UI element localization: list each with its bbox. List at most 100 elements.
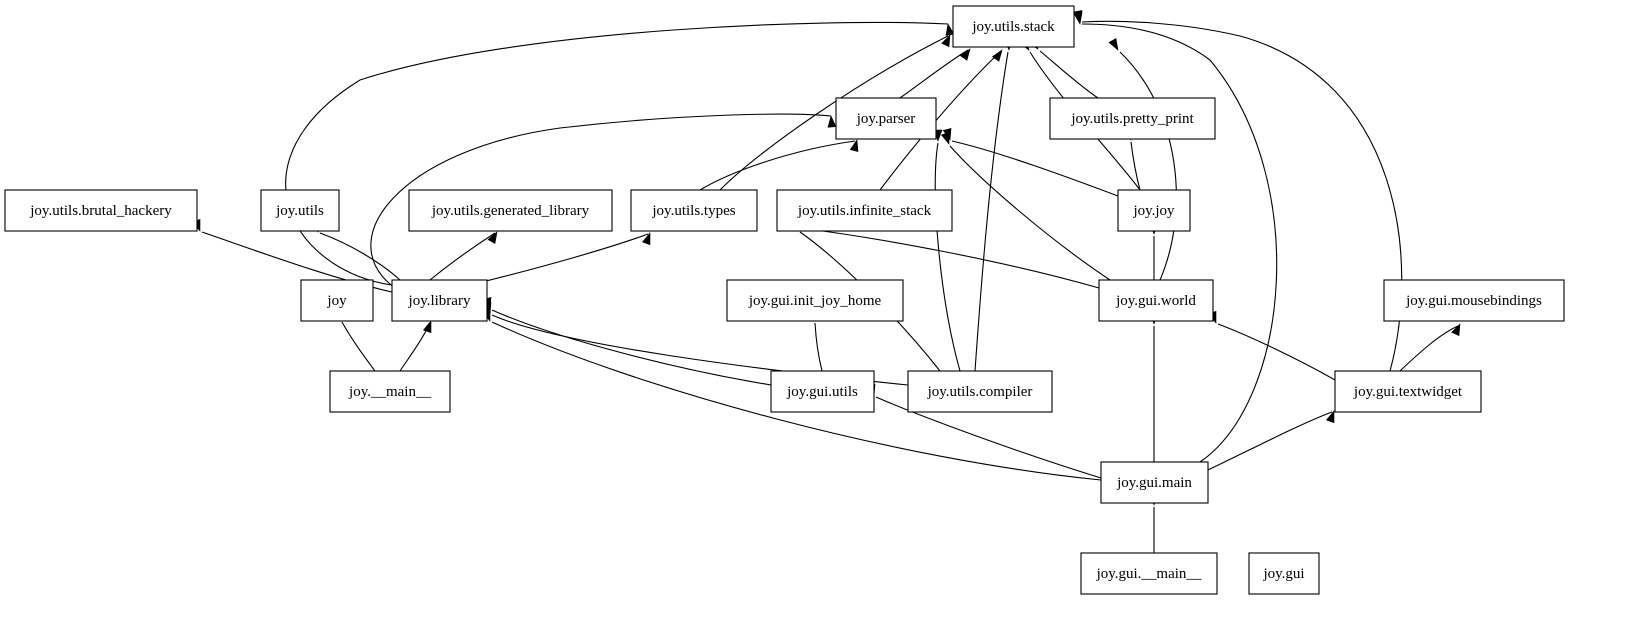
- node-box-stack[interactable]: [952, 5, 1075, 48]
- arrowhead-types-to-stack: [941, 34, 951, 48]
- node-label-joyjoy: joy.joy: [1132, 203, 1175, 219]
- node-label-compiler: joy.utils.compiler: [927, 384, 1033, 400]
- node-mousebindings[interactable]: joy.gui.mousebindings: [1383, 279, 1565, 322]
- node-box-joyjoy[interactable]: [1117, 189, 1191, 232]
- node-box-joy[interactable]: [300, 279, 374, 322]
- arrowhead-library-to-parser: [827, 115, 837, 128]
- node-box-gui[interactable]: [1248, 552, 1320, 595]
- node-box-init_joy_home[interactable]: [726, 279, 904, 322]
- node-label-gui_utils: joy.gui.utils: [786, 384, 858, 400]
- edge-pretty_print-to-stack: [1039, 50, 1099, 99]
- edge-gui_utils-to-library: [491, 309, 772, 386]
- node-box-main[interactable]: [329, 370, 451, 413]
- edge-gui_main-to-library: [491, 321, 1102, 481]
- edge-library-to-utils: [319, 232, 401, 281]
- node-label-stack: joy.utils.stack: [971, 19, 1055, 35]
- node-label-world: joy.gui.world: [1115, 293, 1196, 309]
- node-box-types[interactable]: [630, 189, 758, 232]
- nodes-layer: joy.utils.brutal_hackery joy.utils joy.uti…: [4, 5, 1565, 595]
- node-box-gui_utils[interactable]: [770, 370, 875, 413]
- node-label-infinite_stack: joy.utils.infinite_stack: [797, 203, 932, 219]
- node-label-gui_dunder_main: joy.gui.__main__: [1096, 566, 1202, 582]
- edge-library-to-types: [469, 233, 649, 286]
- node-gui_main[interactable]: joy.gui.main: [1100, 461, 1209, 504]
- node-label-pretty_print: joy.utils.pretty_print: [1070, 111, 1194, 127]
- edge-joyjoy-to-pretty_print: [1130, 141, 1141, 191]
- node-label-gui_main: joy.gui.main: [1116, 475, 1192, 491]
- node-label-types: joy.utils.types: [651, 203, 735, 219]
- node-box-gui_main[interactable]: [1100, 461, 1209, 504]
- node-label-main: joy.__main__: [348, 384, 431, 400]
- node-gui[interactable]: joy.gui: [1248, 552, 1320, 595]
- node-box-world[interactable]: [1098, 279, 1214, 322]
- node-box-generated_library[interactable]: [408, 189, 613, 232]
- arrowhead-library-to-generated_library: [487, 231, 498, 245]
- node-label-joy: joy: [326, 293, 347, 309]
- node-box-infinite_stack[interactable]: [776, 189, 953, 232]
- node-infinite_stack[interactable]: joy.utils.infinite_stack: [776, 189, 953, 232]
- edge-parser-to-stack: [899, 49, 969, 99]
- edge-world-to-types: [799, 227, 1100, 289]
- node-textwidget[interactable]: joy.gui.textwidget: [1334, 370, 1482, 413]
- edge-compiler-to-parser: [934, 142, 961, 372]
- node-stack[interactable]: joy.utils.stack: [952, 5, 1075, 48]
- node-label-gui: joy.gui: [1262, 566, 1304, 582]
- node-types[interactable]: joy.utils.types: [630, 189, 758, 232]
- node-label-init_joy_home: joy.gui.init_joy_home: [748, 293, 882, 309]
- edge-types-to-parser: [699, 140, 856, 191]
- node-label-generated_library: joy.utils.generated_library: [431, 203, 590, 219]
- node-main[interactable]: joy.__main__: [329, 370, 451, 413]
- edge-gui_main-to-textwidget: [1207, 411, 1333, 471]
- node-library[interactable]: joy.library: [391, 279, 488, 322]
- node-box-utils[interactable]: [260, 189, 340, 232]
- edge-library-to-generated_library: [429, 232, 496, 281]
- node-gui_dunder_main[interactable]: joy.gui.__main__: [1080, 552, 1218, 595]
- edge-types-to-stack: [719, 35, 949, 191]
- node-world[interactable]: joy.gui.world: [1098, 279, 1214, 322]
- arrowhead-world-to-stack: [1108, 37, 1119, 51]
- edge-textwidget-to-world: [1217, 323, 1336, 381]
- node-parser[interactable]: joy.parser: [835, 97, 937, 140]
- edge-world-to-parser: [949, 145, 1111, 281]
- arrowhead-gui_main-to-textwidget: [1325, 410, 1335, 424]
- node-pretty_print[interactable]: joy.utils.pretty_print: [1049, 97, 1216, 140]
- edge-library-to-stack: [285, 21, 949, 286]
- arrowhead-parser-to-stack: [959, 48, 971, 61]
- arrowhead-types-to-parser: [849, 139, 859, 153]
- node-label-parser: joy.parser: [856, 111, 916, 127]
- node-box-parser[interactable]: [835, 97, 937, 140]
- node-label-utils: joy.utils: [275, 203, 324, 219]
- node-box-brutal_hackery[interactable]: [4, 189, 198, 232]
- node-box-textwidget[interactable]: [1334, 370, 1482, 413]
- edge-joyjoy-to-parser: [951, 140, 1119, 197]
- node-box-compiler[interactable]: [907, 370, 1053, 413]
- edge-gui_utils-to-init_joy_home: [814, 322, 823, 372]
- node-gui_utils[interactable]: joy.gui.utils: [770, 370, 875, 413]
- arrowhead-textwidget-to-stack: [1073, 10, 1083, 23]
- edge-gui_main-to-gui_utils: [875, 396, 1102, 479]
- node-utils[interactable]: joy.utils: [260, 189, 340, 232]
- node-label-library: joy.library: [408, 293, 471, 309]
- node-brutal_hackery[interactable]: joy.utils.brutal_hackery: [4, 189, 198, 232]
- node-joyjoy[interactable]: joy.joy: [1117, 189, 1191, 232]
- edge-textwidget-to-mousebindings: [1399, 325, 1459, 372]
- arrowhead-main-to-library: [422, 320, 432, 334]
- arrowhead-library-to-types: [641, 232, 651, 246]
- node-box-pretty_print[interactable]: [1049, 97, 1216, 140]
- node-compiler[interactable]: joy.utils.compiler: [907, 370, 1053, 413]
- edge-textwidget-to-stack: [1081, 20, 1403, 372]
- edge-gui_main-to-stack: [1081, 23, 1278, 463]
- node-box-mousebindings[interactable]: [1383, 279, 1565, 322]
- node-init_joy_home[interactable]: joy.gui.init_joy_home: [726, 279, 904, 322]
- node-joy[interactable]: joy: [300, 279, 374, 322]
- arrowhead-infinite_stack-to-stack: [991, 49, 1003, 62]
- edge-compiler-to-stack: [974, 51, 1009, 372]
- node-label-brutal_hackery: joy.utils.brutal_hackery: [29, 203, 172, 219]
- node-box-library[interactable]: [391, 279, 488, 322]
- edge-world-to-stack: [1119, 51, 1177, 281]
- node-box-gui_dunder_main[interactable]: [1080, 552, 1218, 595]
- node-label-mousebindings: joy.gui.mousebindings: [1405, 293, 1542, 309]
- node-generated_library[interactable]: joy.utils.generated_library: [408, 189, 613, 232]
